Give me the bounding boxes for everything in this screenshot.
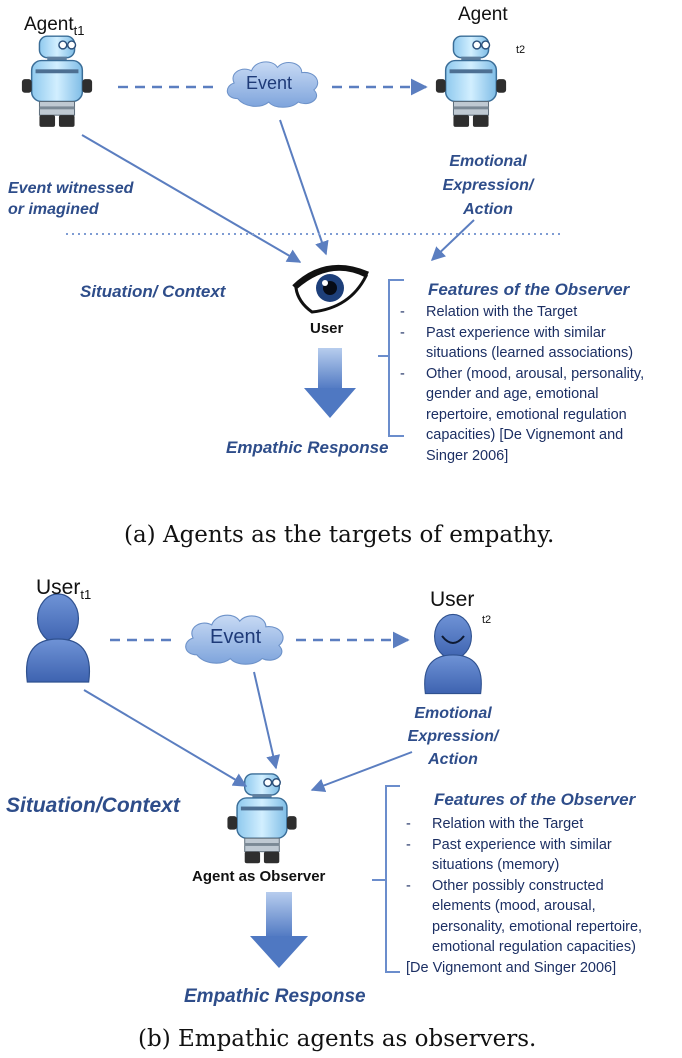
- arrow-event: [279, 119, 329, 256]
- feature-citation: [De Vignemont and Singer 2006]: [406, 959, 617, 976]
- event-witnessed-label: Event witnessed or imagined: [8, 180, 134, 218]
- arrow-event: [253, 671, 281, 770]
- arrow-expression: [310, 751, 413, 793]
- down-arrow-icon: [318, 348, 342, 390]
- observer-label: Agent as Observer: [192, 868, 326, 885]
- emotional-expression-label: Emotional Expression/ Action: [442, 153, 534, 218]
- robot-icon: [21, 35, 93, 128]
- situation-context-label: Situation/ Context: [80, 282, 226, 301]
- person-icon: [25, 593, 91, 683]
- features-list: -Relation with the Target -Past experien…: [406, 814, 642, 978]
- situation-context-label: Situation/Context: [6, 794, 180, 817]
- arrow-expression: [430, 219, 475, 261]
- agent-t2-label: Agent: [458, 4, 508, 25]
- agent-t2-superscript: t2: [516, 44, 526, 56]
- arrow-user: [83, 689, 248, 787]
- user-t2-label: User: [430, 588, 475, 611]
- features-list: -Relation with the Target -Past experien…: [400, 302, 644, 466]
- empathic-response-label: Empathic Response: [226, 438, 389, 457]
- caption-a: (a) Agents as the targets of empathy.: [124, 522, 555, 548]
- feature-item: -Relation with the Target: [400, 304, 578, 320]
- emotional-expression-label: Emotional Expression/ Action: [407, 705, 499, 768]
- robot-icon: [226, 773, 298, 864]
- bracket-icon: [378, 279, 404, 437]
- caption-b: (b) Empathic agents as observers.: [138, 1026, 537, 1052]
- arrow-witnessed: [81, 134, 302, 263]
- event-label: Event: [210, 626, 262, 648]
- bracket-icon: [372, 785, 400, 973]
- empathic-response-label: Empathic Response: [184, 986, 366, 1007]
- event-label: Event: [246, 73, 293, 93]
- features-title: Features of the Observer: [434, 790, 636, 809]
- agent-t1-label: Agentt1: [24, 14, 85, 38]
- down-arrow-icon: [266, 892, 292, 938]
- features-title: Features of the Observer: [428, 280, 630, 299]
- user-t2-superscript: t2: [482, 614, 492, 626]
- user-t1-label: Usert1: [36, 576, 92, 603]
- feature-item: -Relation with the Target: [406, 816, 584, 832]
- down-arrow-icon: [250, 936, 308, 968]
- smiling-person-icon: [424, 613, 482, 695]
- robot-icon: [435, 35, 507, 128]
- feature-item: -Other (mood, arousal, personality,gende…: [400, 365, 645, 464]
- down-arrow-icon: [304, 388, 356, 418]
- eye-icon: [292, 264, 369, 314]
- observer-label: User: [310, 320, 344, 337]
